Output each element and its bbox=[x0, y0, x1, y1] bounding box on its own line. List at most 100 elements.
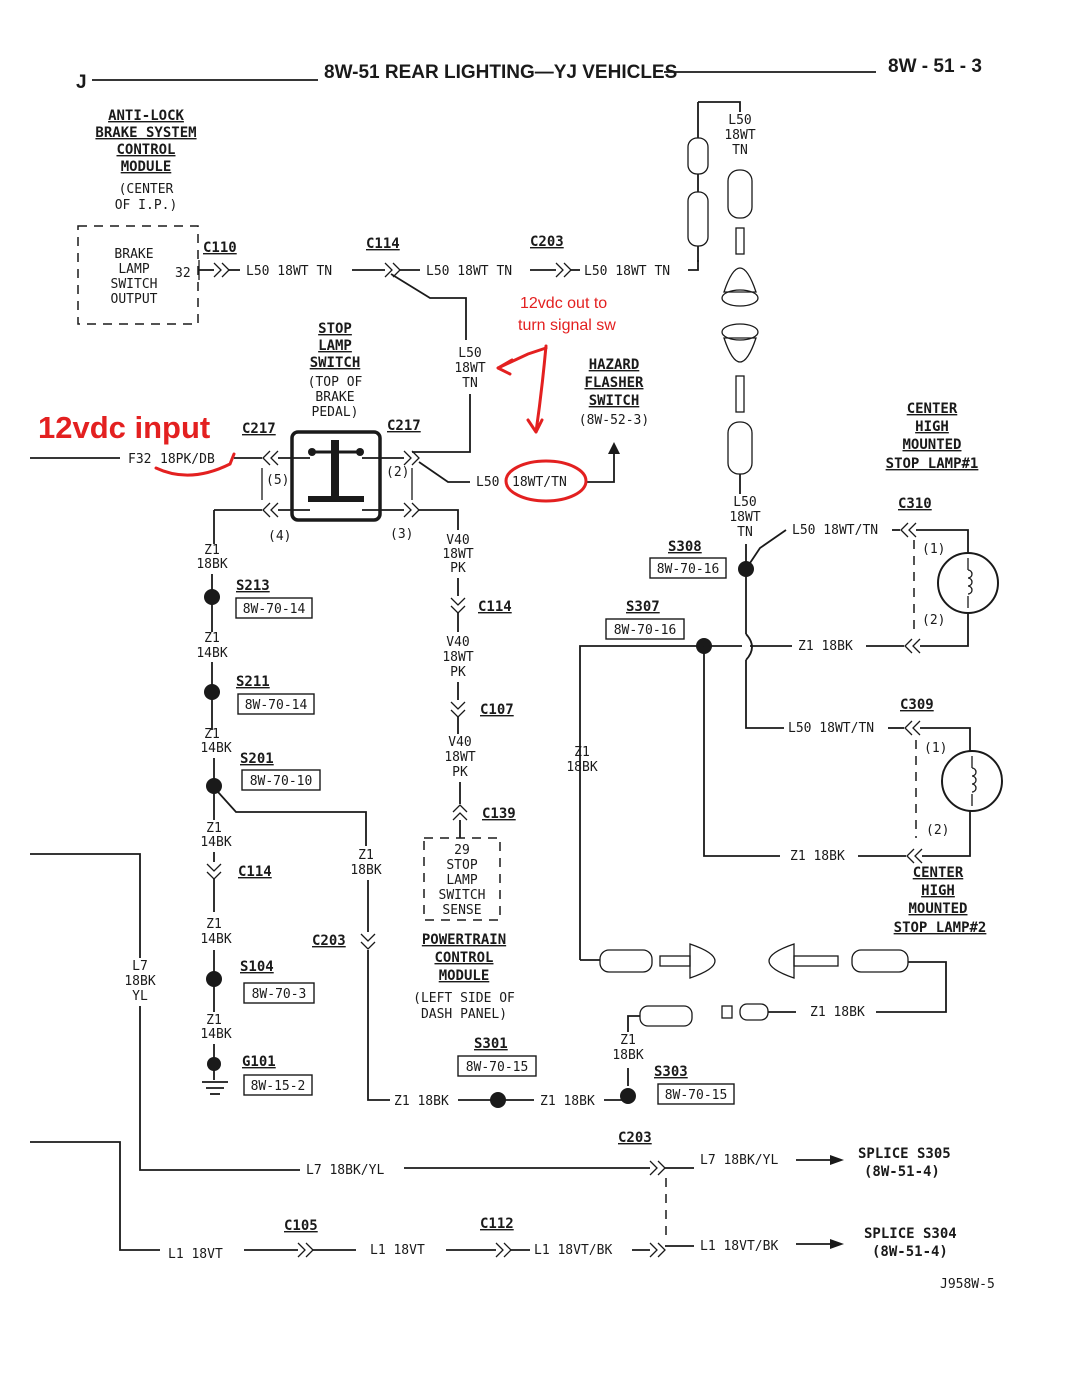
s104-ref: 8W-70-3 bbox=[252, 987, 307, 1002]
c105-label: C105 bbox=[284, 1218, 318, 1234]
wire-z1-g-2: 18BK bbox=[350, 863, 381, 878]
sls-loc-3: PEDAL) bbox=[312, 405, 359, 420]
c114-v40-label: C114 bbox=[478, 599, 512, 615]
sls-loc-2: BRAKE bbox=[315, 390, 354, 405]
sls-pin-3: (3) bbox=[390, 527, 413, 542]
s303-ref: 8W-70-15 bbox=[665, 1088, 728, 1103]
wire-v40-a-1: V40 bbox=[446, 533, 469, 548]
splice-s304-ref: (8W-51-4) bbox=[872, 1244, 948, 1260]
s301-ref: 8W-70-15 bbox=[466, 1060, 529, 1075]
abs-pin-3: SWITCH bbox=[111, 277, 158, 292]
g101-label: G101 bbox=[242, 1054, 276, 1070]
s211-label: S211 bbox=[236, 674, 270, 690]
s308-label: S308 bbox=[668, 539, 702, 555]
sls-title-3: SWITCH bbox=[310, 355, 361, 371]
c217-right-label: C217 bbox=[387, 418, 421, 434]
wire-l1-out: L1 18VT/BK bbox=[700, 1239, 778, 1254]
wire-z1-c-2: 14BK bbox=[200, 741, 231, 756]
pcm-pin-1: 29 bbox=[454, 843, 470, 858]
wire-l7-3: YL bbox=[132, 989, 148, 1004]
chmsl1-title-4: STOP LAMP#1 bbox=[886, 456, 979, 472]
c110-label: C110 bbox=[203, 240, 237, 256]
wire-l50-v-1: L50 bbox=[458, 346, 481, 361]
s301-label: S301 bbox=[474, 1036, 508, 1052]
hazard-title-3: SWITCH bbox=[589, 393, 640, 409]
wire-l50-chmsl1: L50 18WT/TN bbox=[792, 523, 878, 538]
s303-label: S303 bbox=[654, 1064, 688, 1080]
chmsl1-title-2: HIGH bbox=[915, 419, 949, 435]
hazard-title-1: HAZARD bbox=[589, 357, 640, 373]
wire-z1-f-1: Z1 bbox=[206, 1013, 222, 1028]
chmsl1-pin-2: (2) bbox=[922, 613, 945, 628]
wire-z1-vert-2: 18BK bbox=[566, 760, 597, 775]
c114-top-label: C114 bbox=[366, 236, 400, 252]
wire-l50-top-1: L50 bbox=[728, 113, 751, 128]
wire-z1-f-2: 14BK bbox=[200, 1027, 231, 1042]
pcm-title-1: POWERTRAIN bbox=[422, 932, 506, 948]
wire-v40-b-2: 18WT bbox=[442, 650, 473, 665]
c309-label: C309 bbox=[900, 697, 934, 713]
wire-l7-2: 18BK bbox=[124, 974, 155, 989]
pcm-pin-5: SENSE bbox=[442, 903, 481, 918]
c217-left-label: C217 bbox=[242, 421, 276, 437]
hazard-flasher-switch: HAZARD FLASHER SWITCH (8W-52-3) bbox=[579, 357, 649, 428]
wire-z1-a-1: Z1 bbox=[204, 543, 220, 558]
wire-l1-b: L1 18VT bbox=[370, 1243, 425, 1258]
abs-pin-2: LAMP bbox=[118, 262, 149, 277]
splice-s305: SPLICE S305 bbox=[858, 1146, 951, 1162]
abs-title-4: MODULE bbox=[121, 159, 172, 175]
ground-icon bbox=[202, 1081, 228, 1095]
pcm-pin-4: SWITCH bbox=[439, 888, 486, 903]
s307-ref: 8W-70-16 bbox=[614, 623, 677, 638]
chmsl2-title-1: CENTER bbox=[913, 865, 964, 881]
wire-z1-chmsl2: Z1 18BK bbox=[790, 849, 845, 864]
bulb-icon bbox=[937, 552, 999, 614]
sls-title-1: STOP bbox=[318, 321, 352, 337]
chmsl2-title-4: STOP LAMP#2 bbox=[894, 920, 987, 936]
annotation-out-2: turn signal sw bbox=[518, 317, 616, 334]
wire-z1-e-1: Z1 bbox=[206, 917, 222, 932]
splice-s304: SPLICE S304 bbox=[864, 1226, 957, 1242]
wire-z1-e-2: 14BK bbox=[200, 932, 231, 947]
sls-loc-1: (TOP OF bbox=[308, 375, 363, 390]
abs-title-3: CONTROL bbox=[116, 142, 175, 158]
wire-l50-r-2: 18WT bbox=[729, 510, 760, 525]
wire-z1-d-2: 14BK bbox=[200, 835, 231, 850]
powertrain-control-module: 29 STOP LAMP SWITCH SENSE POWERTRAIN CON… bbox=[413, 837, 515, 1022]
figure-id: J958W-5 bbox=[940, 1277, 995, 1292]
wire-l50-chmsl2: L50 18WT/TN bbox=[788, 721, 874, 736]
page-title: 8W-51 REAR LIGHTING—YJ VEHICLES bbox=[324, 62, 677, 83]
pcm-title-2: CONTROL bbox=[434, 950, 493, 966]
annotation-input: 12vdc input bbox=[38, 410, 210, 445]
chmsl2-pin-2: (2) bbox=[926, 823, 949, 838]
wire-l50-v-2: 18WT bbox=[454, 361, 485, 376]
wire-l7-1: L7 bbox=[132, 959, 148, 974]
abs-loc-2: OF I.P.) bbox=[115, 198, 178, 213]
stop-lamp-switch: STOP LAMP SWITCH (TOP OF BRAKE PEDAL) (5… bbox=[266, 321, 413, 544]
wire-l50-r-1: L50 bbox=[733, 495, 756, 510]
wire-l50-v-3: TN bbox=[462, 376, 478, 391]
s307-label: S307 bbox=[626, 599, 660, 615]
wire-f32-circuit: F32 bbox=[128, 452, 151, 467]
wire-z1-g-1: Z1 bbox=[358, 848, 374, 863]
wire-z1-a-2: 18BK bbox=[196, 557, 227, 572]
hazard-title-2: FLASHER bbox=[584, 375, 644, 391]
wire-l50-1: L50 18WT TN bbox=[246, 264, 332, 279]
wire-l1-a: L1 18VT bbox=[168, 1247, 223, 1262]
c112-label: C112 bbox=[480, 1216, 514, 1232]
wire-l50-top-2: 18WT bbox=[724, 128, 755, 143]
c310-label: C310 bbox=[898, 496, 932, 512]
pcm-loc-2: DASH PANEL) bbox=[421, 1007, 507, 1022]
s211-ref: 8W-70-14 bbox=[245, 698, 308, 713]
wire-v40-a-3: PK bbox=[450, 561, 466, 576]
abs-pin-1: BRAKE bbox=[114, 247, 153, 262]
c139-label: C139 bbox=[482, 806, 516, 822]
wire-v40-c-3: PK bbox=[452, 765, 468, 780]
annotation-out-1: 12vdc out to bbox=[520, 295, 607, 312]
abs-title-1: ANTI-LOCK bbox=[108, 108, 184, 124]
wire-z1-chmsl1: Z1 18BK bbox=[798, 639, 853, 654]
connector-stack-icon bbox=[687, 101, 759, 494]
g101-ref: 8W-15-2 bbox=[251, 1079, 306, 1094]
abs-module: ANTI-LOCK BRAKE SYSTEM CONTROL MODULE (C… bbox=[77, 108, 199, 325]
c203-mid-label: C203 bbox=[312, 933, 346, 949]
